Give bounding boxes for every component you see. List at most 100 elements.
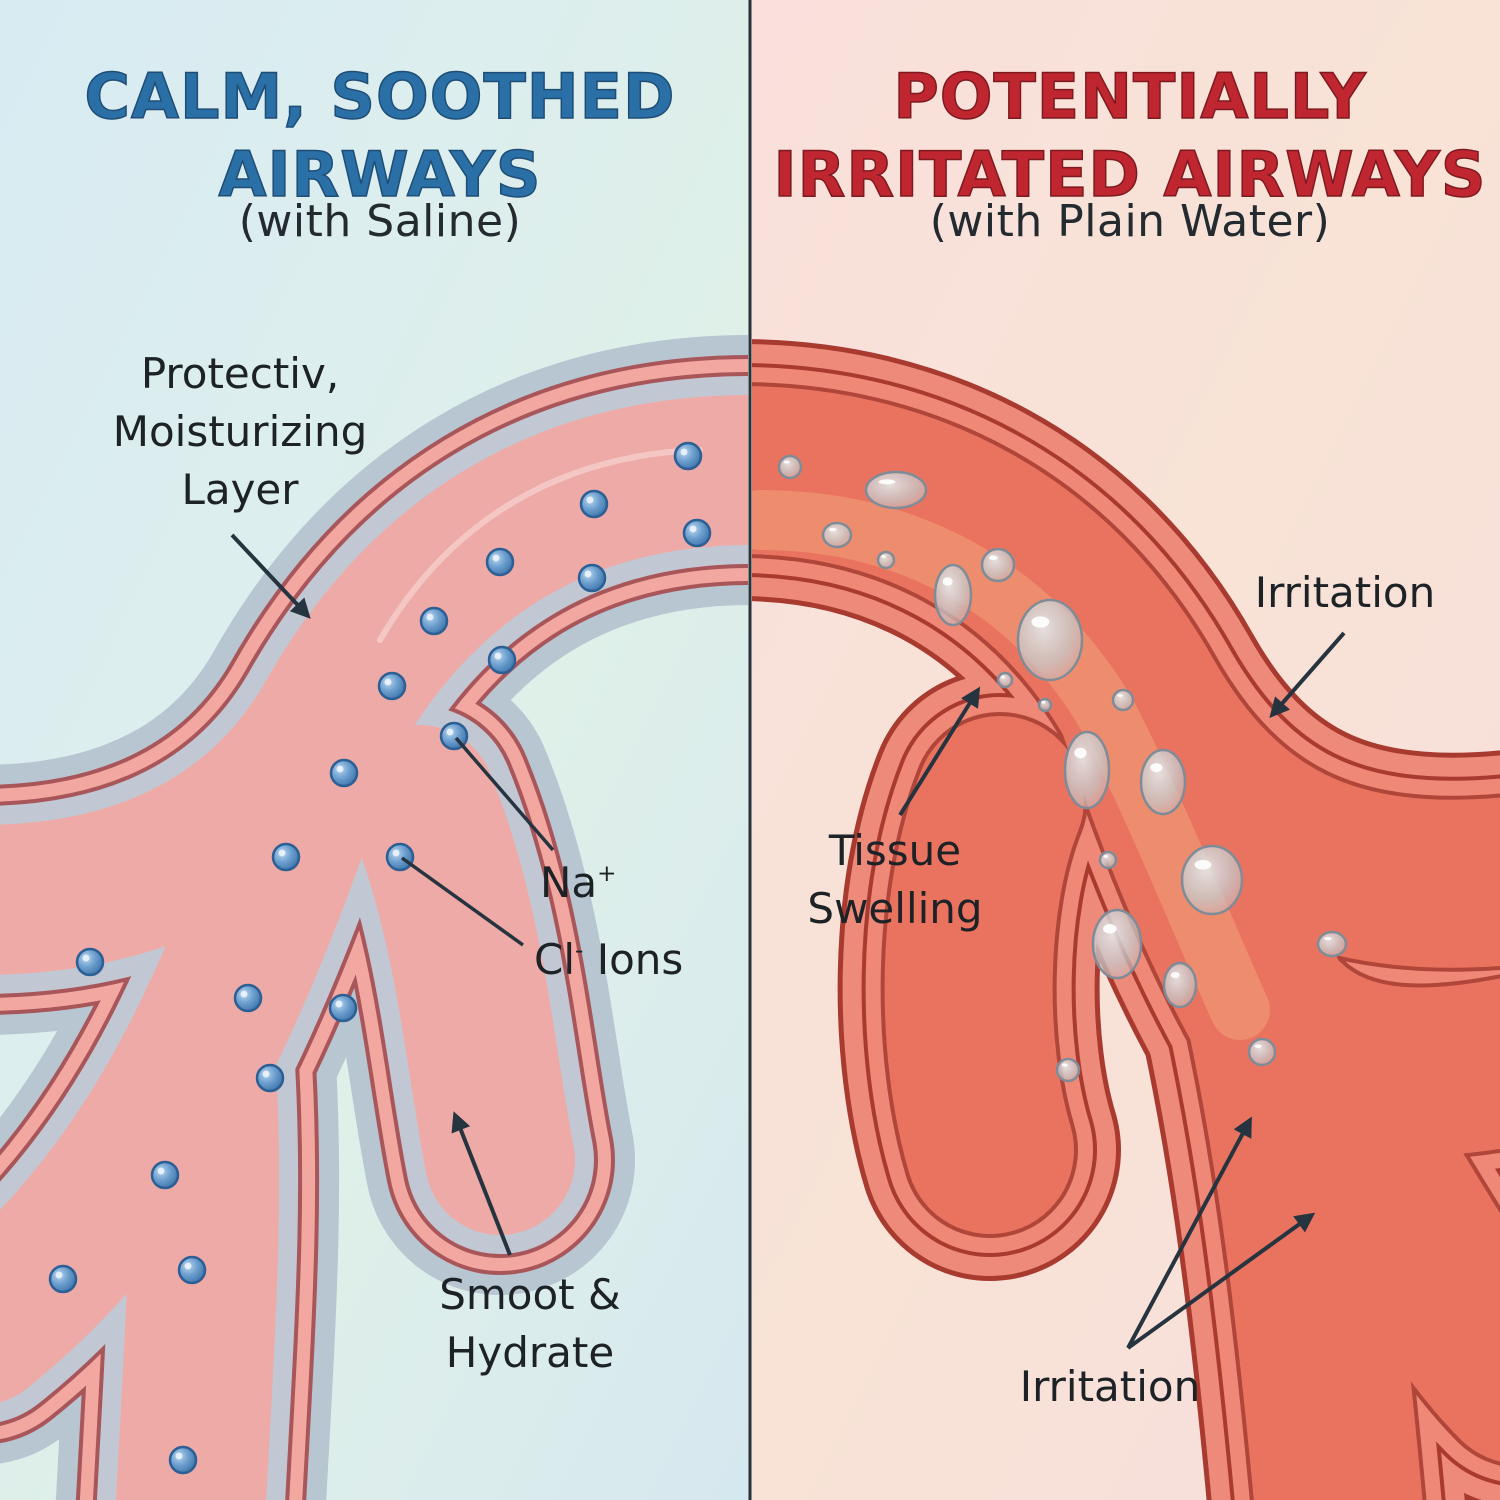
water-droplet [996, 671, 1014, 689]
smooth-label-line1: Smoot & [439, 1270, 621, 1319]
water-droplet [821, 521, 853, 549]
ion-particle [255, 1063, 285, 1093]
water-droplet [1111, 688, 1135, 712]
ion-highlight [680, 448, 688, 456]
chloride-ion-label: Cl- Ions [534, 922, 734, 989]
cl-charge: - [575, 938, 584, 964]
ion-particle [48, 1264, 78, 1294]
ion-highlight [82, 954, 90, 962]
irritated-airway [752, 339, 1500, 1500]
ion-particle [75, 947, 105, 977]
ion-highlight [262, 1070, 270, 1078]
ion-highlight [175, 1452, 183, 1460]
ion-particle [485, 547, 515, 577]
droplet-highlight [942, 577, 953, 586]
droplet-highlight [1117, 694, 1123, 697]
water-droplet [1247, 1037, 1277, 1067]
water-droplet [1139, 748, 1187, 816]
water-droplet [1063, 730, 1111, 810]
ion-highlight [336, 765, 344, 773]
protective-label-line3: Layer [181, 465, 299, 514]
protective-label-line2: Moisturizing [112, 407, 368, 456]
droplet-highlight [1150, 763, 1163, 773]
droplet-highlight [1041, 700, 1046, 704]
ion-particle [487, 645, 517, 675]
droplet-highlight [1194, 859, 1212, 870]
ion-particle [233, 983, 263, 1013]
tissue-swelling-arrow [898, 686, 981, 817]
ion-particle [329, 758, 359, 788]
saline-airway-lumen [0, 395, 748, 1500]
protective-label-line1: Protectiv, [140, 349, 340, 398]
droplet-highlight [783, 460, 790, 464]
water-droplet [1162, 961, 1198, 1009]
water-droplet [876, 550, 896, 570]
cl-symbol: Cl [534, 935, 575, 985]
ion-particle [577, 563, 607, 593]
droplet-highlight [1103, 854, 1108, 858]
ion-particle [377, 671, 407, 701]
droplet-highlight [881, 554, 886, 558]
water-title-line1: POTENTIALLY [893, 59, 1367, 134]
water-droplets [777, 454, 1348, 1083]
droplet-highlight [1103, 923, 1117, 934]
saline-ions [48, 441, 712, 1475]
ion-particle [168, 1445, 198, 1475]
ion-highlight [55, 1271, 63, 1279]
water-droplet [864, 470, 928, 510]
ion-particle [673, 441, 703, 471]
ion-highlight [392, 849, 400, 857]
na-charge: + [597, 861, 617, 887]
sodium-ion-label: Na+ [540, 845, 680, 912]
ion-particle [150, 1160, 180, 1190]
ion-highlight [184, 1262, 192, 1270]
droplet-highlight [828, 527, 837, 532]
ion-highlight [426, 613, 434, 621]
saline-title-line1: CALM, SOOTHED [84, 59, 676, 134]
ion-highlight [240, 990, 248, 998]
ions-text: Ions [583, 935, 684, 985]
droplet-highlight [878, 479, 896, 485]
droplet-highlight [1323, 936, 1332, 941]
ion-highlight [494, 652, 502, 660]
smooth-hydrate-label: Smoot & Hydrate [380, 1266, 680, 1382]
water-droplet [1180, 844, 1244, 916]
droplet-highlight [1031, 616, 1050, 628]
ion-highlight [689, 525, 697, 533]
protective-layer-label: Protectiv, Moisturizing Layer [60, 345, 420, 519]
water-droplet [1037, 697, 1053, 713]
saline-panel-title: CALM, SOOTHED AIRWAYS [80, 58, 680, 214]
smooth-hydrate-arrow [451, 1111, 512, 1256]
saline-airway-highlight [377, 447, 703, 643]
na-symbol: Na [540, 858, 598, 908]
ion-particle [579, 489, 609, 519]
ion-highlight [586, 496, 594, 504]
water-droplet [1055, 1057, 1081, 1083]
droplet-highlight [988, 555, 998, 561]
smooth-label-line2: Hydrate [445, 1328, 615, 1377]
water-droplet [777, 454, 803, 480]
irritation-label-top: Irritation [1254, 568, 1436, 617]
ion-highlight [446, 728, 454, 736]
na-pointer-line [454, 736, 555, 852]
water-droplet [1098, 850, 1118, 870]
water-droplet [933, 563, 973, 627]
ion-particle [682, 518, 712, 548]
droplet-highlight [1000, 675, 1005, 679]
saline-title-line2: AIRWAYS [218, 137, 542, 212]
saline-panel-subtitle: (with Saline) [238, 196, 522, 247]
irritation-bottom-arrow-1 [1126, 1116, 1252, 1349]
water-panel-subtitle: (with Plain Water) [929, 196, 1331, 247]
water-droplet [1016, 598, 1084, 682]
irritation-bottom-arrow-2 [1126, 1212, 1316, 1350]
irritation-label-bottom: Irritation [1019, 1362, 1201, 1411]
ion-particle [271, 842, 301, 872]
ion-highlight [384, 678, 392, 686]
ion-particle [328, 993, 358, 1023]
irritated-airway-lumen-glow [752, 490, 1270, 1040]
water-panel-title: POTENTIALLY IRRITATED AIRWAYS [770, 58, 1490, 214]
droplet-highlight [1254, 1044, 1262, 1048]
droplet-highlight [1170, 972, 1180, 979]
water-droplet [1091, 908, 1143, 980]
